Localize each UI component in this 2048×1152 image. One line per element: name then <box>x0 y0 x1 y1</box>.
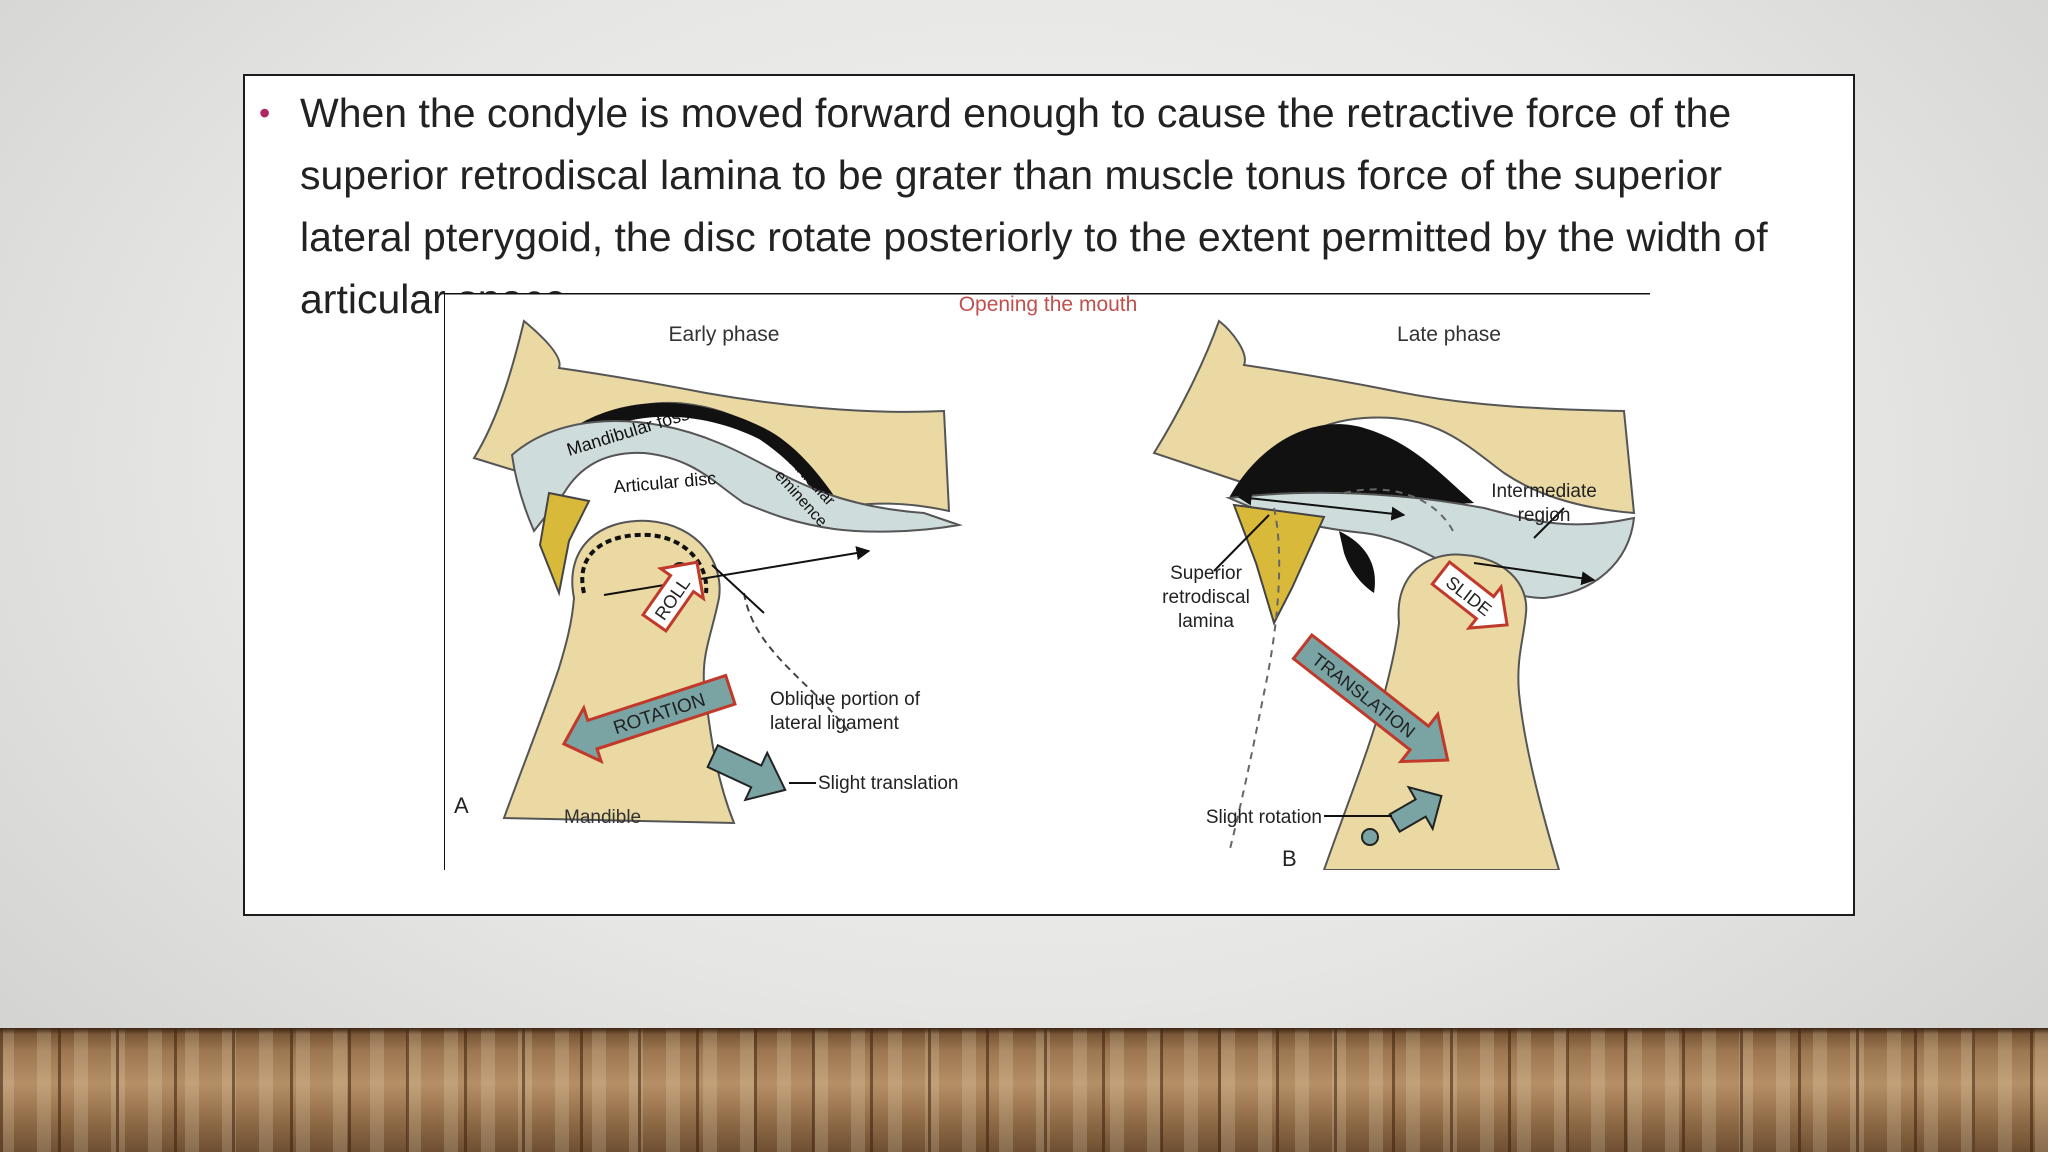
slight-translation-label: Slight translation <box>818 773 958 794</box>
panel-a-letter: A <box>454 793 469 818</box>
slight-rotation-label: Slight rotation <box>1206 807 1322 828</box>
articular-disc-a <box>510 420 963 533</box>
mandible-label: Mandible <box>564 807 641 828</box>
retrodiscal-tissue-a <box>538 491 591 597</box>
early-phase-label: Early phase <box>669 323 780 346</box>
oblique-label-1: Oblique portion of <box>770 689 921 710</box>
superior-label-1: Superior <box>1170 563 1242 584</box>
panel-b-letter: B <box>1282 846 1297 870</box>
bullet-item: • When the condyle is moved forward enou… <box>259 82 1839 330</box>
disc-double-arrow-b <box>1237 491 1406 521</box>
late-phase-label: Late phase <box>1397 323 1501 346</box>
slight-translation-arrow <box>706 743 787 802</box>
oblique-ligament-a <box>743 592 850 734</box>
slide-content-box: • When the condyle is moved forward enou… <box>243 74 1855 916</box>
oblique-leader-a <box>711 564 765 614</box>
wooden-floor <box>0 1028 2048 1152</box>
articular-space-b <box>1229 424 1474 504</box>
bullet-dot-icon: • <box>259 95 271 131</box>
intermediate-label-1: Intermediate <box>1491 481 1597 502</box>
condyle-outline-a <box>580 532 709 594</box>
intermediate-arrow-b <box>1473 562 1596 586</box>
figure-title: Opening the mouth <box>959 293 1138 316</box>
previous-disc-outline-b <box>1343 488 1455 534</box>
mandible-b <box>1322 553 1561 870</box>
slight-rotation-arrow <box>1388 785 1443 834</box>
fossa-band-a <box>559 402 839 509</box>
posterior-pocket-b <box>1339 531 1375 593</box>
bullet-text: When the condyle is moved forward enough… <box>300 90 1768 322</box>
panel-a: ROLL ROTATION Early phase Mandibular fos… <box>454 319 963 828</box>
articular-disc-label: Articular disc <box>613 468 717 497</box>
intermediate-leader <box>1533 507 1565 539</box>
rotation-center-b <box>1361 828 1379 846</box>
mandible-a <box>502 519 736 825</box>
intermediate-label-2: region <box>1518 505 1571 526</box>
disc-arrow-a <box>603 546 871 596</box>
superior-label-3: lamina <box>1178 611 1234 632</box>
previous-condyle-outline-b <box>1228 507 1281 854</box>
tmj-opening-figure: Opening the mouth <box>444 293 1650 870</box>
oblique-label-2: lateral ligament <box>770 713 900 734</box>
rotation-arrow: ROTATION <box>561 673 737 765</box>
tmj-diagram-svg: Opening the mouth <box>444 293 1650 870</box>
panel-b: SLIDE TRANSLATION Late phase Intermediat… <box>1152 319 1636 870</box>
superior-label-2: retrodiscal <box>1162 587 1250 608</box>
superior-lamina-leader <box>1213 514 1270 572</box>
